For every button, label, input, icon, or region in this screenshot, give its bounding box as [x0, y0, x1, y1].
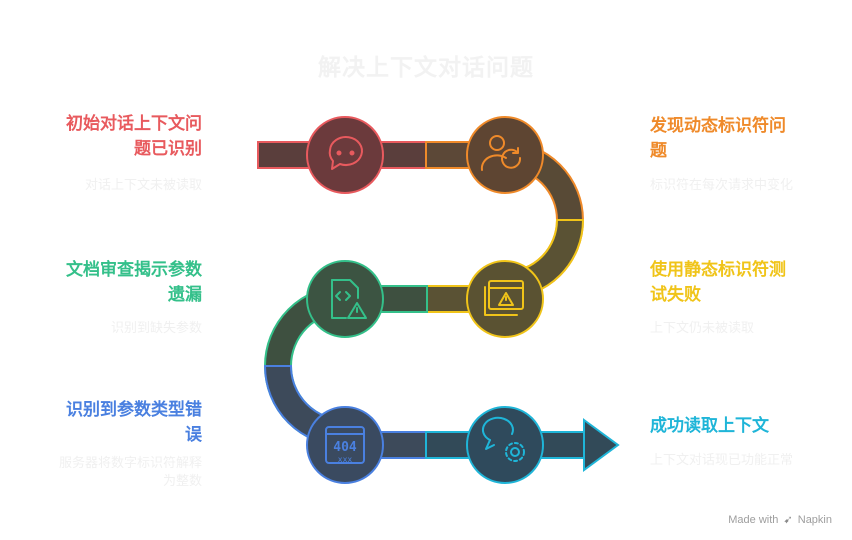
- step-5-desc: 服务器将数字标识符解释 为整数: [58, 456, 202, 489]
- step-circle-4: [306, 260, 384, 338]
- step-circle-5: [306, 406, 384, 484]
- step-2-title: 发现动态标识符问 题: [650, 116, 786, 161]
- step-circle-1: [306, 116, 384, 194]
- made-with-napkin[interactable]: Made with ➹ Napkin: [728, 513, 832, 526]
- napkin-logo-icon: ➹: [783, 514, 793, 526]
- chat-bubble-icon: [328, 136, 363, 170]
- user-refresh-icon: [480, 135, 522, 171]
- napkin-brand: Napkin: [797, 514, 832, 526]
- error-404-icon: [325, 426, 365, 464]
- step-2-desc: 标识符在每次请求中变化: [650, 178, 794, 193]
- step-4-title: 文档审查揭示参数 遗漏: [66, 260, 202, 305]
- code-file-warning-icon: [331, 279, 367, 319]
- step-1-desc: 对话上下文未被读取: [84, 178, 202, 193]
- step-4-desc: 识别到缺失参数: [110, 321, 202, 336]
- error-404-label: 404: [333, 440, 357, 455]
- window-warning-icon: [484, 280, 524, 316]
- chat-gear-icon: [481, 416, 525, 462]
- step-3-title: 使用静态标识符测 试失败: [650, 260, 786, 305]
- step-circle-2: [466, 116, 544, 194]
- step-3-desc: 上下文仍未被读取: [650, 321, 755, 336]
- error-xxx-label: xxx: [338, 455, 353, 464]
- step-6-desc: 上下文对话现已功能正常: [650, 453, 794, 468]
- step-5-title: 识别到参数类型错 误: [66, 400, 202, 445]
- made-with-text: Made with: [728, 514, 779, 526]
- step-circle-6: [466, 406, 544, 484]
- diagram-title: 解决上下文对话问题: [318, 55, 534, 81]
- step-1-title: 初始对话上下文问 题已识别: [66, 114, 202, 159]
- step-6-title: 成功读取上下文: [650, 416, 769, 436]
